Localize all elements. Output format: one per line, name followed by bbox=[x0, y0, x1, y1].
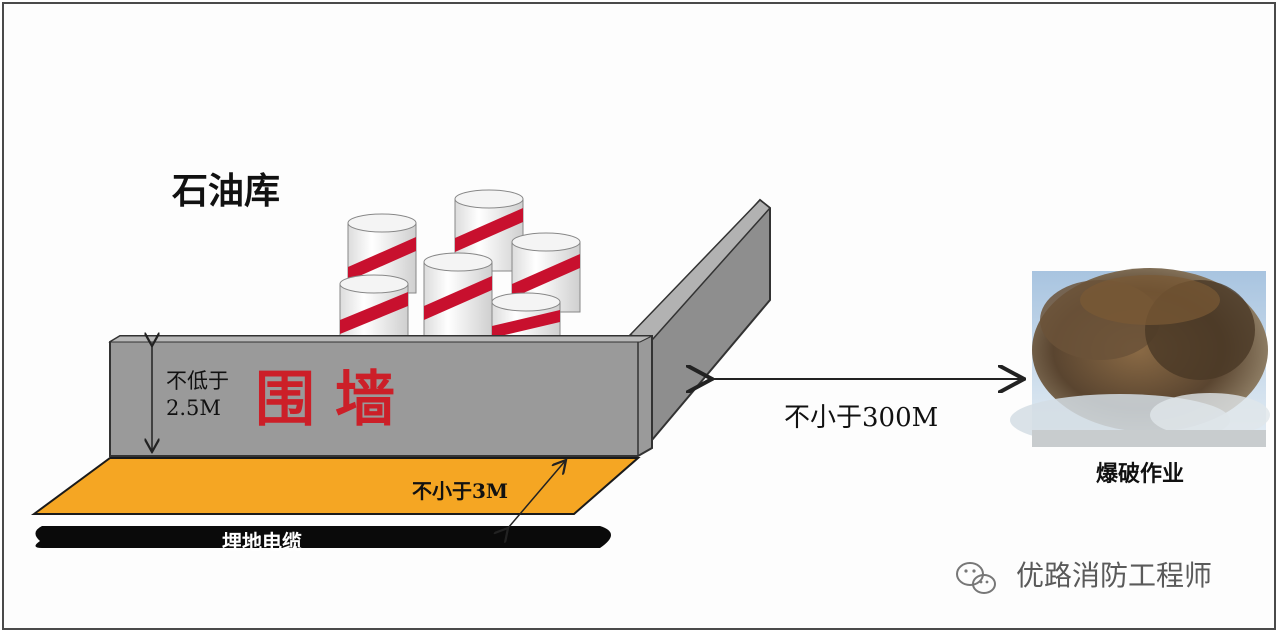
buffer-zone bbox=[30, 457, 641, 515]
oil-tank-icon bbox=[423, 252, 493, 339]
oil-tank-icon bbox=[339, 274, 409, 343]
wechat-logo-icon bbox=[956, 562, 996, 594]
oil-depot-title: 石油库 bbox=[172, 171, 281, 212]
explosion-photo bbox=[1010, 268, 1270, 447]
wall-side bbox=[628, 198, 772, 458]
oil-tank-icon bbox=[491, 292, 561, 341]
wall-front bbox=[108, 335, 653, 457]
buffer-width-dimension bbox=[508, 460, 566, 528]
distance-label: 不小于300M bbox=[784, 403, 939, 433]
watermark-text: 优路消防工程师 bbox=[1016, 559, 1213, 592]
oil-tank-group bbox=[339, 189, 581, 343]
wall-height-text: 不低于 bbox=[166, 369, 229, 393]
buried-cable-label: 埋地电缆 bbox=[222, 530, 302, 554]
wall-height-label: 不低于 2.5M bbox=[166, 368, 229, 423]
blasting-label: 爆破作业 bbox=[1096, 462, 1185, 487]
buried-cable bbox=[35, 526, 612, 548]
wall-height-value: 2.5M bbox=[166, 396, 221, 421]
buffer-width-label: 不小于3M bbox=[412, 479, 509, 503]
wall-label: 围墙 bbox=[255, 365, 415, 435]
